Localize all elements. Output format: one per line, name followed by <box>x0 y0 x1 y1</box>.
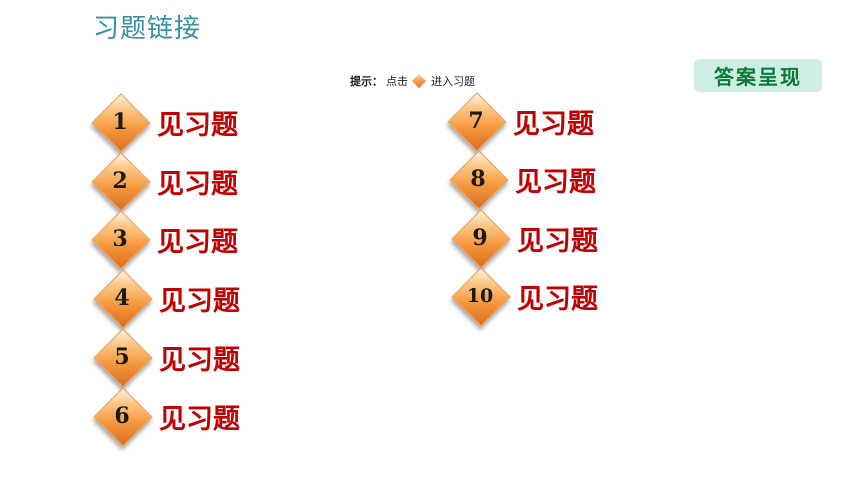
exercise-label: 见习题 <box>157 226 238 258</box>
exercise-label: 见习题 <box>157 109 238 141</box>
exercise-link-6[interactable]: 6 见习题 <box>93 387 240 447</box>
diamond-icon: 5 <box>93 328 153 388</box>
diamond-icon: 4 <box>93 269 153 329</box>
exercise-link-7[interactable]: 7 见习题 <box>447 92 594 152</box>
exercise-link-2[interactable]: 2 见习题 <box>91 152 238 212</box>
diamond-icon: 7 <box>447 92 507 152</box>
diamond-icon: 9 <box>451 209 511 269</box>
exercise-link-5[interactable]: 5 见习题 <box>93 328 240 388</box>
exercise-link-9[interactable]: 9 见习题 <box>451 209 598 269</box>
exercise-link-10[interactable]: 10 见习题 <box>451 267 598 327</box>
page-title: 习题链接 <box>93 14 202 44</box>
exercise-label: 见习题 <box>513 108 594 140</box>
exercise-link-4[interactable]: 4 见习题 <box>93 269 240 329</box>
hint-prefix: 提示： <box>350 75 383 88</box>
exercise-label: 见习题 <box>157 168 238 200</box>
exercise-number: 6 <box>114 403 130 429</box>
exercise-number: 9 <box>472 225 488 251</box>
exercise-label: 见习题 <box>159 285 240 317</box>
exercise-link-3[interactable]: 3 见习题 <box>91 210 238 270</box>
diamond-icon: 8 <box>449 150 509 210</box>
exercise-number: 4 <box>114 285 130 311</box>
exercise-label: 见习题 <box>159 344 240 376</box>
exercise-link-1[interactable]: 1 见习题 <box>91 93 238 153</box>
exercise-number: 5 <box>114 344 130 370</box>
diamond-icon: 3 <box>91 210 151 270</box>
exercise-number: 7 <box>468 108 484 134</box>
exercise-number: 1 <box>112 109 128 135</box>
hint-click: 点击 <box>386 75 408 88</box>
answer-button[interactable]: 答案呈现 <box>694 59 822 92</box>
exercise-label: 见习题 <box>517 283 598 315</box>
diamond-icon: 6 <box>93 387 153 447</box>
diamond-icon <box>411 73 427 89</box>
exercise-label: 见习题 <box>159 403 240 435</box>
diamond-icon: 2 <box>91 152 151 212</box>
exercise-label: 见习题 <box>515 166 596 198</box>
exercise-number: 8 <box>470 166 486 192</box>
hint-suffix: 进入习题 <box>431 75 475 88</box>
exercise-number: 10 <box>466 285 494 307</box>
exercise-number: 2 <box>112 168 128 194</box>
diamond-icon: 1 <box>91 93 151 153</box>
exercise-number: 3 <box>112 226 128 252</box>
exercise-link-8[interactable]: 8 见习题 <box>449 150 596 210</box>
exercise-label: 见习题 <box>517 225 598 257</box>
hint-text: 提示： 点击 进入习题 <box>350 73 475 89</box>
diamond-icon: 10 <box>451 267 511 327</box>
